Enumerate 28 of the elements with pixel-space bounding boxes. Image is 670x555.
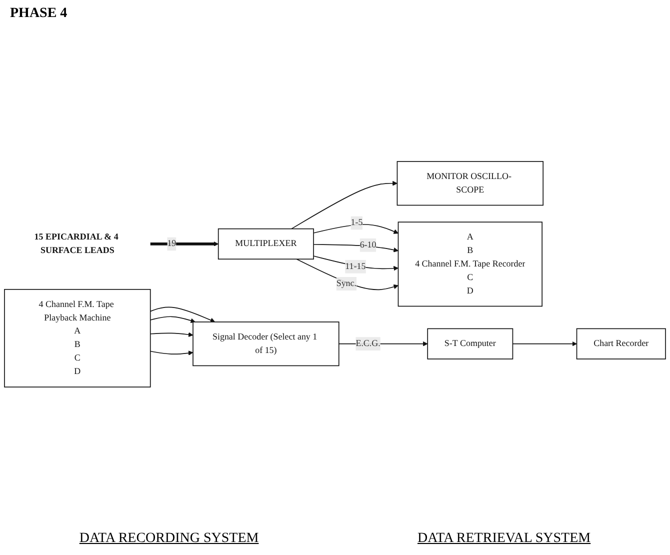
node-box: Signal Decoder (Select any 1 of 15) [192, 322, 340, 366]
edge-label: 1-5 [350, 218, 363, 228]
node-box: Chart Recorder [576, 328, 666, 360]
edge-label: 6-10 [360, 240, 376, 250]
caption-text: DATA RECORDING SYSTEM [79, 531, 259, 547]
arrow [313, 256, 398, 272]
node-text: 15 EPICARDIAL & 4 SURFACE LEADS [34, 232, 118, 256]
node-box: 4 Channel F.M. Tape Playback Machine A B C D [4, 289, 151, 388]
arrow [313, 224, 398, 234]
arrow [291, 181, 398, 230]
edge-label: 19 [167, 239, 176, 249]
arrow [150, 306, 216, 323]
edge-label: Sync. [336, 278, 357, 288]
diagram-title: PHASE 4 [9, 5, 68, 22]
node-box: A B 4 Channel F.M. Tape Recorder C D [398, 222, 542, 307]
node-box: MULTIPLEXER [218, 228, 314, 260]
arrow [150, 316, 196, 324]
caption-text: DATA RETRIEVAL SYSTEM [417, 531, 591, 547]
node-box: MONITOR OSCILLO- SCOPE [396, 161, 544, 206]
edge-label: E.C.G. [356, 339, 380, 349]
arrow [150, 332, 194, 338]
arrow [150, 242, 219, 247]
arrow [313, 244, 398, 253]
arrow [150, 350, 194, 356]
arrow [512, 342, 577, 347]
arrow [296, 258, 398, 290]
edge-label: 11-15 [345, 262, 366, 272]
node-box: S-T Computer [427, 328, 514, 360]
